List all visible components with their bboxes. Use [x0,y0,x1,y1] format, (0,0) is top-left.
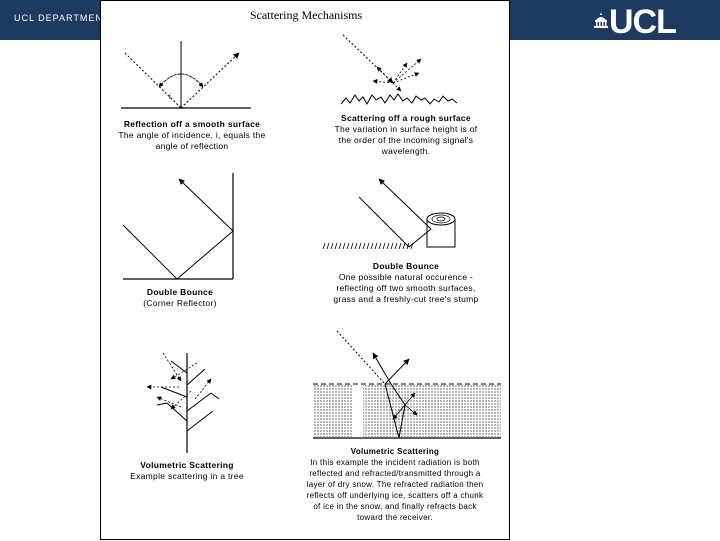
snow-layer-diagram [313,331,501,438]
grass-stump-diagram [323,179,455,249]
caption-heading: Double Bounce [101,287,259,298]
ucl-dome-icon [594,12,608,28]
caption-line: layer of dry snow. The refracted radiati… [281,479,509,490]
caption-line: toward the receiver. [281,512,509,523]
caption-rough: Scattering off a rough surface The varia… [306,113,506,157]
caption-line: angle of reflection [101,141,283,152]
angle-label: i [169,92,171,101]
caption-tree: Volumetric Scattering Example scattering… [101,460,273,482]
tree-scattering-diagram [147,353,219,453]
caption-line: In this example the incident radiation i… [281,457,509,468]
rough-scattering-diagram [341,35,457,104]
caption-heading: Volumetric Scattering [281,446,509,457]
caption-heading: Scattering off a rough surface [306,113,506,124]
caption-line: (Corner Reflector) [101,298,259,309]
corner-reflector-diagram [123,173,233,279]
caption-grass-stump: Double Bounce One possible natural occur… [306,261,506,305]
caption-line: the order of the incoming signal's [306,135,506,146]
ucl-logo: UCL [609,4,676,40]
caption-smooth: Reflection off a smooth surface The angl… [101,119,283,152]
smooth-reflection-diagram: i [121,41,251,108]
caption-snow: Volumetric Scattering In this example th… [281,446,509,523]
caption-corner: Double Bounce (Corner Reflector) [101,287,259,309]
caption-line: The angle of incidence, i, equals the [101,130,283,141]
caption-line: Example scattering in a tree [101,471,273,482]
scattering-figure: Scattering Mechanisms i [100,0,510,540]
department-label: UCL DEPARTMENT [14,13,109,23]
caption-heading: Volumetric Scattering [101,460,273,471]
caption-line: of ice in the snow, and finally refracts… [281,501,509,512]
caption-heading: Reflection off a smooth surface [101,119,283,130]
caption-line: reflects off underlying ice, scatters of… [281,490,509,501]
caption-line: reflecting off two smooth surfaces, [306,283,506,294]
caption-line: The variation in surface height is of [306,124,506,135]
caption-heading: Double Bounce [306,261,506,272]
caption-line: wavelength. [306,146,506,157]
caption-line: reflected and refracted/transmitted thro… [281,468,509,479]
caption-line: One possible natural occurence - [306,272,506,283]
caption-line: grass and a freshly-cut tree's stump [306,294,506,305]
